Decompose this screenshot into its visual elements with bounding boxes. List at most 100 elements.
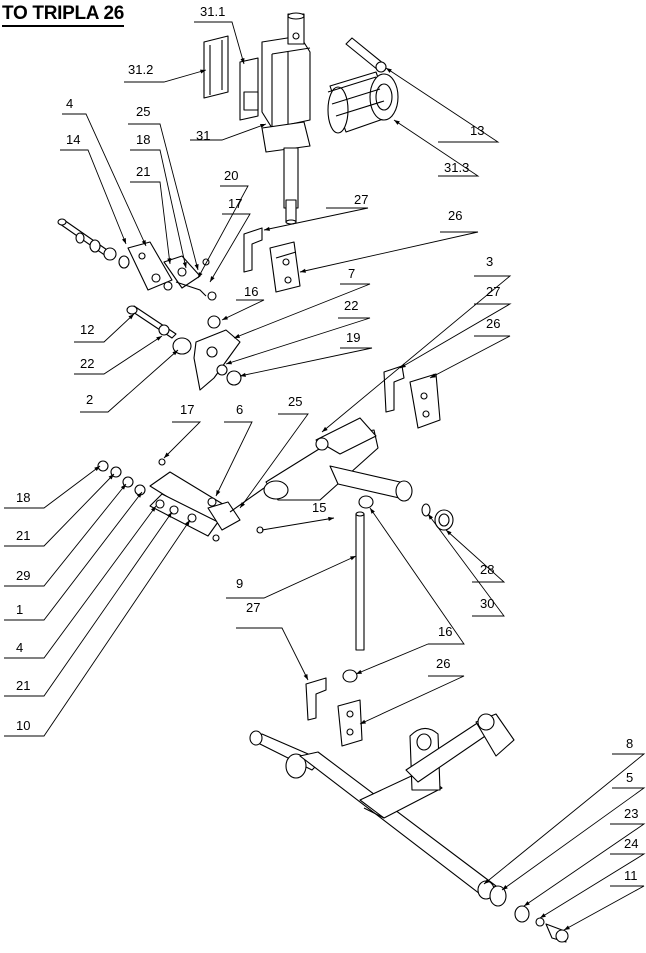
leader-line-c-15 (261, 517, 335, 531)
callout-label: 21 (16, 528, 30, 543)
leader-line-c-5-arrowhead (502, 885, 508, 890)
callout-label: 13 (470, 123, 484, 138)
leader-line-c-6 (215, 421, 253, 497)
callout-label: 1 (16, 602, 23, 617)
leader-line-c-31-2-arrowhead (200, 69, 206, 74)
leader-line-c-23-arrowhead (524, 901, 530, 906)
leader-line-c-31-3 (393, 119, 480, 177)
callout-label: 16 (438, 624, 452, 639)
callout-label: 11 (624, 868, 638, 883)
leader-line-c-25b (239, 413, 309, 509)
leader-line-c-14 (60, 149, 127, 245)
leader-line-c-18a-arrowhead (182, 262, 187, 268)
callout-label: 21 (136, 164, 150, 179)
leader-line-c-27c-arrowhead (303, 674, 308, 680)
leader-line-c-20-arrowhead (198, 272, 203, 278)
leader-line-c-16a-arrowhead (222, 315, 228, 320)
leader-line-c-26b (429, 335, 511, 379)
leader-line-c-17a-arrowhead (210, 276, 215, 282)
leader-line-c-14-arrowhead (121, 238, 126, 244)
leader-line-c-9-arrowhead (350, 556, 356, 561)
leader-line-c-21b-arrowhead (108, 474, 114, 480)
leader-line-c-31 (190, 123, 267, 141)
callout-label: 25 (136, 104, 150, 119)
leader-line-c-31-2 (124, 69, 207, 83)
leader-line-c-31-arrowhead (260, 123, 266, 128)
leader-line-c-23 (523, 823, 646, 907)
callout-label: 22 (344, 298, 358, 313)
leader-line-c-4b (4, 505, 157, 659)
leader-line-c-13-arrowhead (386, 68, 392, 73)
callout-label: 3 (486, 254, 493, 269)
leader-line-c-26c (359, 675, 465, 725)
leader-line-c-5 (501, 787, 646, 891)
diagram-title: TO TRIPLA 26 (2, 4, 124, 27)
callout-label: 25 (288, 394, 302, 409)
leader-line-c-22a (225, 317, 371, 365)
leader-line-c-16b-arrowhead (370, 508, 375, 514)
leader-line-c-4a-arrowhead (141, 240, 146, 246)
leader-line-c-2 (80, 349, 179, 413)
leader-line-c-27b-arrowhead (400, 363, 406, 368)
leader-line-c-21a (130, 181, 171, 265)
callout-label: 27 (354, 192, 368, 207)
pin-13 (345, 37, 387, 73)
leader-line-c-31-1-arrowhead (240, 58, 245, 64)
leader-line-c-27a-arrowhead (264, 226, 270, 231)
leader-line-c-19-arrowhead (240, 372, 246, 377)
leader-line-c-20 (197, 185, 249, 279)
lower-frame (249, 677, 569, 943)
ring-28-washer-30 (421, 503, 454, 531)
leader-line-c-17b-arrowhead (164, 452, 170, 458)
leader-line-c-3-arrowhead (322, 426, 328, 432)
callout-label: 17 (180, 402, 194, 417)
leader-line-c-10-arrowhead (185, 520, 190, 526)
callout-label: 21 (16, 678, 30, 693)
leader-line-c-8 (483, 753, 646, 885)
callout-label: 26 (436, 656, 450, 671)
callout-label: 18 (136, 132, 150, 147)
leader-line-c-4a (62, 113, 147, 247)
callout-label: 6 (236, 402, 243, 417)
leader-line-c-16b-second-arrowhead (356, 669, 362, 674)
rod-9 (342, 495, 374, 683)
leader-line-c-18b-arrowhead (94, 466, 100, 472)
upper-bolt-group (57, 218, 217, 301)
callout-label: 15 (312, 500, 326, 515)
left-link-group (97, 458, 265, 542)
leader-line-c-24-arrowhead (540, 913, 546, 918)
callout-label: 2 (86, 392, 93, 407)
leader-line-c-18a (130, 149, 187, 269)
main-link-3 (263, 365, 441, 502)
leader-line-c-19 (239, 347, 373, 377)
callout-label: 24 (624, 836, 638, 851)
leader-line-c-30-arrowhead (428, 514, 434, 520)
leader-line-c-13 (385, 67, 500, 143)
callout-label: 31.2 (128, 62, 153, 77)
leader-line-c-12-arrowhead (128, 314, 134, 320)
leader-line-c-12 (74, 313, 135, 343)
leader-line-c-29-arrowhead (120, 484, 126, 490)
callout-label: 4 (66, 96, 73, 111)
leader-line-c-26b-arrowhead (430, 373, 436, 378)
leader-line-c-26c-arrowhead (360, 719, 366, 724)
callout-label: 30 (480, 596, 494, 611)
leader-line-c-26a (299, 231, 479, 273)
leader-line-c-2-arrowhead (172, 350, 178, 356)
leader-line-c-16a (221, 299, 265, 321)
callout-label: 22 (80, 356, 94, 371)
callout-label: 14 (66, 132, 80, 147)
leader-line-c-25a-arrowhead (194, 264, 199, 270)
leader-line-c-25b-arrowhead (240, 502, 245, 508)
callout-label: 18 (16, 490, 30, 505)
callout-label: 27 (246, 600, 260, 615)
callout-label: 5 (626, 770, 633, 785)
leader-line-c-27c (236, 627, 309, 681)
leader-line-c-26a-arrowhead (300, 268, 306, 273)
leader-line-c-25a (128, 123, 199, 271)
leader-line-c-15-arrowhead (328, 516, 334, 521)
callout-label: 4 (16, 640, 23, 655)
callout-label: 16 (244, 284, 258, 299)
